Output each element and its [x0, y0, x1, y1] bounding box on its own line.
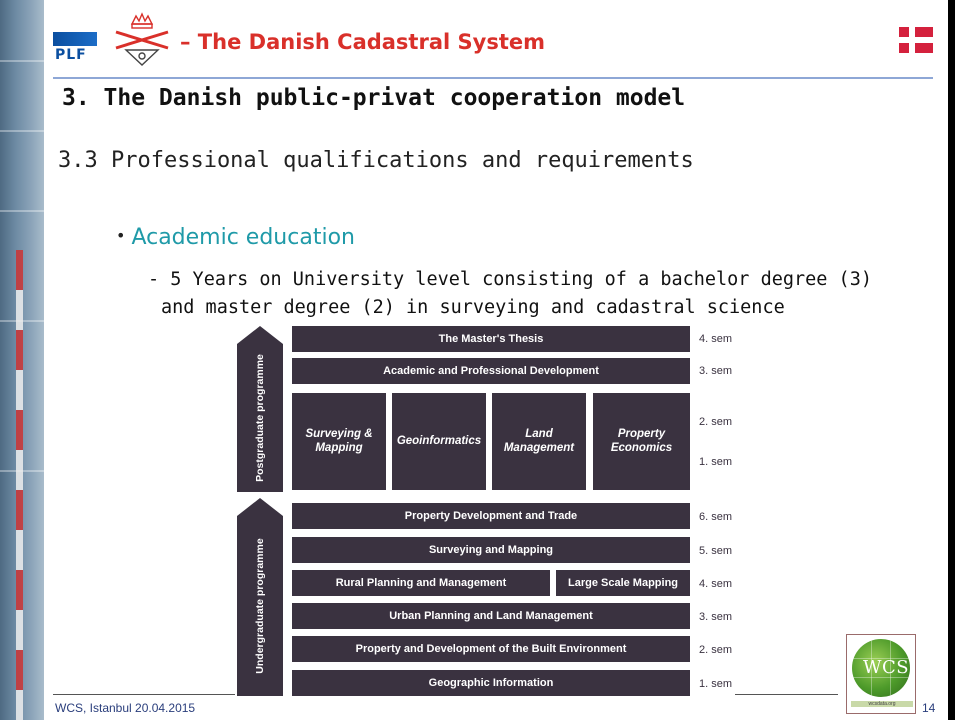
undergraduate-label-wrap: Undergraduate programme: [237, 516, 283, 696]
sketch-line: [0, 130, 44, 132]
danish-flag-icon: [899, 27, 933, 53]
footer-event-date: WCS, Istanbul 20.04.2015: [55, 701, 196, 715]
semester-label: 4. sem: [699, 578, 733, 590]
semester-label: 2. sem: [699, 644, 733, 656]
box-academic-professional-development: Academic and Professional Development: [292, 358, 690, 384]
box-rural-planning-management: Rural Planning and Management: [292, 570, 550, 596]
semester-label: 2. sem: [699, 416, 733, 428]
box-property-built-environment: Property and Development of the Built En…: [292, 636, 690, 662]
postgraduate-arrow: [237, 326, 283, 492]
plf-logo: PLF: [53, 32, 97, 64]
postgraduate-programme-label: Postgraduate programme: [254, 354, 266, 482]
box-geoinformatics: Geoinformatics: [392, 393, 486, 490]
decorative-side-strip: [0, 0, 44, 720]
semester-label: 3. sem: [699, 611, 733, 623]
box-property-development-trade: Property Development and Trade: [292, 503, 690, 529]
sub-heading: 3.3 Professional qualifications and requ…: [58, 148, 694, 173]
box-large-scale-mapping: Large Scale Mapping: [556, 570, 690, 596]
semester-label: 1. sem: [699, 456, 733, 468]
box-masters-thesis: The Master's Thesis: [292, 326, 690, 352]
plf-logo-text: PLF: [55, 47, 87, 63]
wcs-logo-text: WCS: [862, 657, 910, 678]
bullet-academic-education: • Academic education: [116, 225, 355, 250]
footer-line-left: [53, 694, 235, 695]
header-title: – The Danish Cadastral System: [180, 30, 545, 54]
undergraduate-programme-label: Undergraduate programme: [254, 538, 266, 674]
page-number: 14: [922, 701, 936, 715]
semester-label: 5. sem: [699, 545, 733, 557]
section-heading: 3. The Danish public-privat cooperation …: [62, 85, 686, 111]
box-property-economics: Property Economics: [593, 393, 690, 490]
box-urban-planning-land-management: Urban Planning and Land Management: [292, 603, 690, 629]
right-border: [948, 0, 955, 720]
wcs-logo-url: wcsdata.org: [851, 701, 913, 707]
description-line-1: - 5 Years on University level consisting…: [148, 269, 872, 290]
box-surveying-and-mapping: Surveying and Mapping: [292, 537, 690, 563]
header-divider: [53, 77, 933, 79]
globe-icon: WCS: [852, 639, 910, 697]
crown-emblem-icon: [115, 12, 169, 66]
undergraduate-arrow: [237, 498, 283, 696]
semester-label: 1. sem: [699, 678, 733, 690]
plf-logo-bar: [53, 32, 97, 46]
box-land-management: Land Management: [492, 393, 586, 490]
postgraduate-label-wrap: Postgraduate programme: [237, 344, 283, 492]
sketch-line: [0, 210, 44, 212]
semester-label: 3. sem: [699, 365, 733, 377]
wcs-logo: WCS wcsdata.org: [846, 634, 916, 714]
description-line-2: and master degree (2) in surveying and c…: [161, 297, 785, 318]
box-geographic-information: Geographic Information: [292, 670, 690, 696]
box-surveying-mapping: Surveying & Mapping: [292, 393, 386, 490]
semester-label: 4. sem: [699, 333, 733, 345]
sketch-line: [0, 60, 44, 62]
semester-label: 6. sem: [699, 511, 733, 523]
survey-pole: [16, 250, 23, 720]
footer-line-right: [735, 694, 838, 695]
bullet-dot: •: [116, 226, 126, 245]
bullet-label: Academic education: [131, 225, 355, 250]
